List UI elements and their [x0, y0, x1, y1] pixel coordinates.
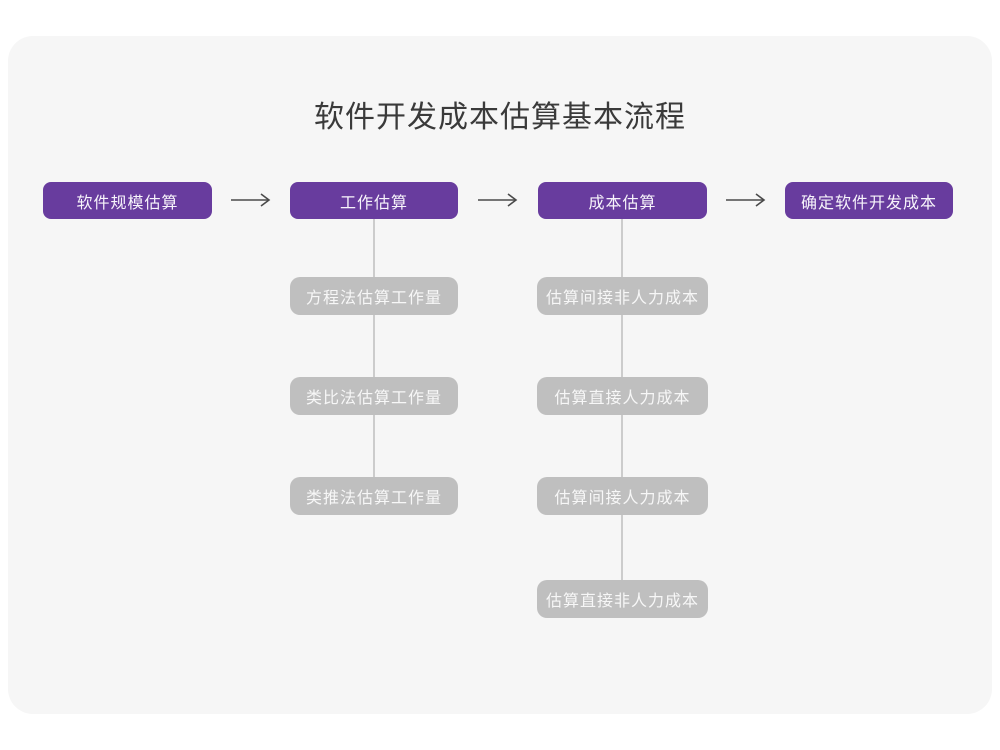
sub-node-equation-method: 方程法估算工作量 — [290, 277, 458, 315]
diagram-card-background — [8, 36, 992, 714]
flow-node-software-scale-estimation: 软件规模估算 — [43, 182, 212, 219]
sub-node-indirect-labor-cost: 估算间接人力成本 — [537, 477, 708, 515]
flow-node-work-estimation: 工作估算 — [290, 182, 458, 219]
sub-node-direct-labor-cost: 估算直接人力成本 — [537, 377, 708, 415]
sub-node-analogy-method: 类比法估算工作量 — [290, 377, 458, 415]
sub-node-direct-nonlabor-cost: 估算直接非人力成本 — [537, 580, 708, 618]
diagram-title: 软件开发成本估算基本流程 — [314, 100, 686, 135]
right-arrow-icon — [726, 193, 766, 207]
right-arrow-icon — [231, 193, 271, 207]
sub-node-extrapolation-method: 类推法估算工作量 — [290, 477, 458, 515]
connector-line-work-estimation — [373, 219, 375, 481]
flow-node-determine-dev-cost: 确定软件开发成本 — [785, 182, 953, 219]
right-arrow-icon — [478, 193, 518, 207]
sub-node-indirect-nonlabor-cost: 估算间接非人力成本 — [537, 277, 708, 315]
flow-node-cost-estimation: 成本估算 — [538, 182, 707, 219]
